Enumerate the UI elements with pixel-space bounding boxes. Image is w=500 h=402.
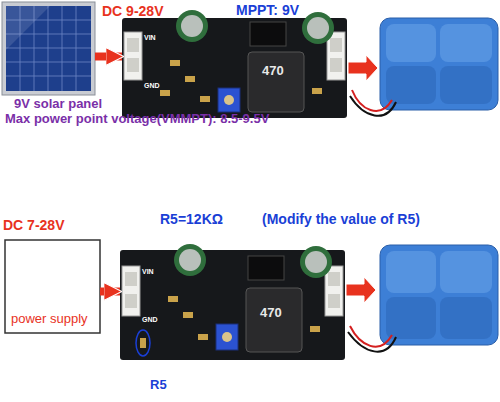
solar-panel-node: DC 9-28V9V solar panel (2, 2, 95, 95)
pin-label: VIN (142, 268, 154, 276)
input-arrow (95, 53, 122, 61)
battery-pack (350, 18, 498, 116)
voltage-label: DC 7-28V (3, 218, 64, 233)
spec-note: Max power point voltage(VMMPT): 8.5-9.5V (5, 112, 269, 126)
pin-label: VIN (144, 34, 156, 42)
panel-label: 9V solar panel (14, 97, 102, 111)
supply-label: power supply (11, 312, 88, 326)
mode-label: MPPT: 9V (236, 3, 299, 18)
battery-pack (348, 245, 498, 352)
note: (Modify the value of R5) (262, 212, 420, 227)
mppt-module: VIN GND 470 (122, 18, 347, 118)
voltage-label: DC 9-28V (102, 4, 163, 19)
resistor-value: R5=12KΩ (160, 212, 223, 227)
power-supply: DC 7-28Vpower supply (5, 240, 100, 333)
mppt-board (120, 244, 345, 360)
solar-panel (2, 2, 95, 95)
mppt-board (122, 10, 347, 118)
power-supply-box (5, 240, 100, 333)
output-arrow (346, 277, 376, 303)
output-arrow (348, 55, 378, 81)
pin-label: GND (142, 316, 158, 324)
inductor-value: 470 (260, 306, 282, 320)
input-arrow (100, 288, 120, 296)
pin-label: GND (144, 82, 160, 90)
mppt-module: VIN GND 470 (120, 250, 345, 360)
inductor-value: 470 (262, 64, 284, 78)
part-name: R5 (150, 378, 167, 392)
highlight-ellipse (136, 330, 150, 356)
